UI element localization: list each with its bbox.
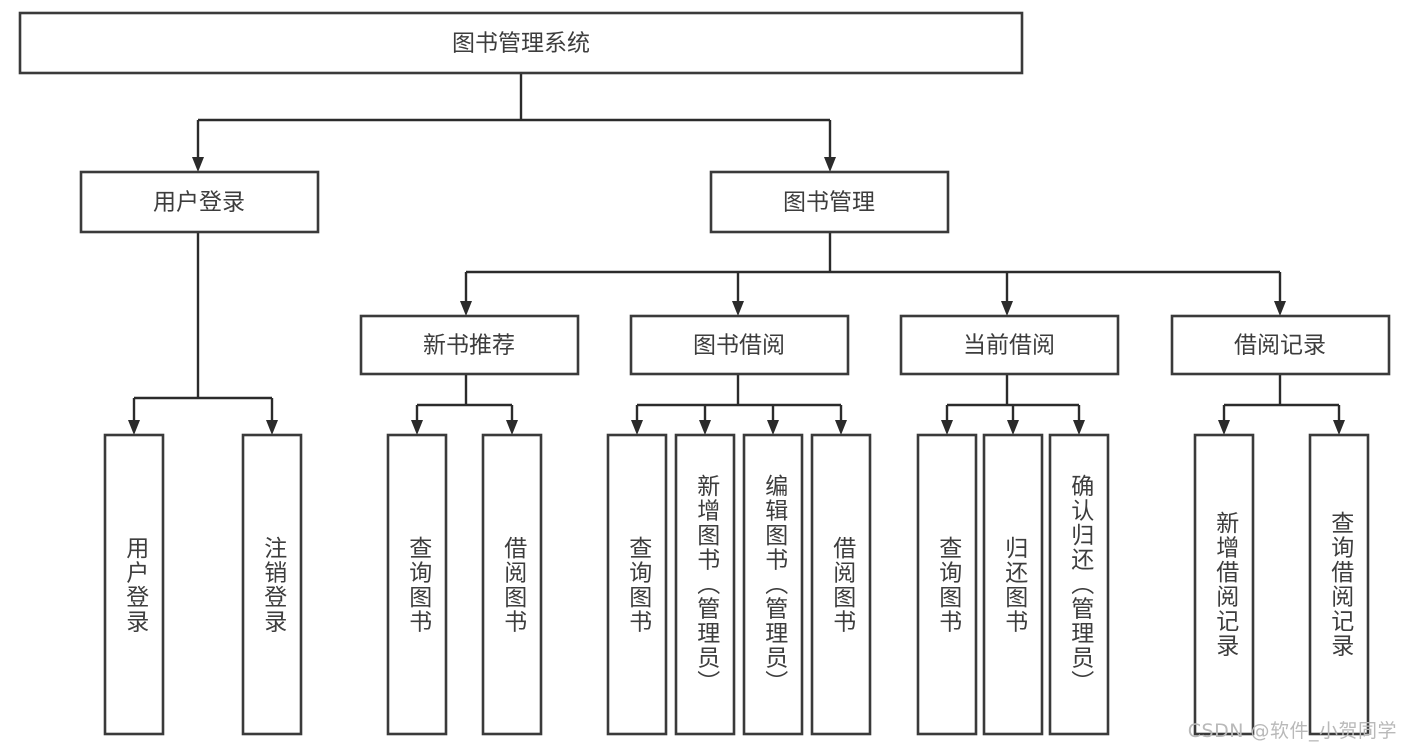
- leaf-return-book-label: 归还图书: [1000, 535, 1027, 634]
- leaf-borrow-book-1-label: 借阅图书: [499, 535, 526, 634]
- leaf-user-login-label: 用户登录: [121, 535, 148, 634]
- leaf-borrow-book-1-box[interactable]: [481, 433, 543, 736]
- arrow-to-leaf-borrow-book-1-icon: [506, 420, 518, 435]
- arrow-to-leaf-add-record-icon: [1218, 420, 1230, 435]
- node-book-borrow-label: 图书借阅: [693, 333, 785, 359]
- leaf-add-record[interactable]: 新增借阅记录: [1195, 435, 1253, 734]
- arrow-to-current-borrow-icon: [1001, 301, 1013, 316]
- leaf-query-book-1-box[interactable]: [386, 433, 448, 736]
- leaf-user-login[interactable]: 用户登录: [105, 435, 163, 734]
- leaf-confirm-return-box[interactable]: [1048, 433, 1110, 736]
- connector-group-root: [192, 73, 836, 172]
- leaf-query-book-2[interactable]: 查询图书: [608, 435, 666, 734]
- leaf-confirm-return-label: 确认归还（管理员）: [1066, 474, 1093, 695]
- arrow-to-leaf-query-book-1-icon: [411, 420, 423, 435]
- leaf-query-book-3-box[interactable]: [916, 433, 978, 736]
- leaf-confirm-return[interactable]: 确认归还（管理员）: [1050, 435, 1108, 734]
- arrow-to-book-borrow-icon: [732, 301, 744, 316]
- node-current-borrow-box[interactable]: [899, 314, 1120, 376]
- arrow-to-leaf-confirm-return-icon: [1073, 420, 1085, 435]
- leaf-query-record-label: 查询借阅记录: [1326, 511, 1353, 658]
- node-root[interactable]: 图书管理系统: [18, 11, 1024, 75]
- node-book-borrow-box[interactable]: [629, 314, 850, 376]
- leaf-add-book-box[interactable]: [674, 433, 736, 736]
- node-current-borrow[interactable]: 当前借阅: [899, 314, 1120, 376]
- leaf-user-logout-label: 注销登录: [259, 535, 286, 634]
- node-borrow-record-box[interactable]: [1170, 314, 1391, 376]
- node-root-label: 图书管理系统: [452, 31, 590, 57]
- leaf-user-login-box[interactable]: [103, 433, 165, 736]
- node-user-login[interactable]: 用户登录: [79, 170, 320, 234]
- leaf-add-record-label: 新增借阅记录: [1211, 511, 1238, 658]
- arrow-to-leaf-query-record-icon: [1333, 420, 1345, 435]
- leaf-user-logout-box[interactable]: [241, 433, 303, 736]
- leaf-user-logout[interactable]: 注销登录: [243, 435, 301, 734]
- node-book-manage[interactable]: 图书管理: [709, 170, 950, 234]
- leaf-query-book-2-label: 查询图书: [624, 535, 651, 634]
- leaf-add-record-box[interactable]: [1193, 433, 1255, 736]
- node-current-borrow-label: 当前借阅: [963, 333, 1055, 359]
- arrow-to-leaf-borrow-book-2-icon: [835, 420, 847, 435]
- leaf-edit-book-box[interactable]: [742, 433, 804, 736]
- connector-group-book-manage: [460, 232, 1286, 316]
- node-borrow-record[interactable]: 借阅记录: [1170, 314, 1391, 376]
- connector-group-current-borrow: [941, 374, 1085, 435]
- leaf-borrow-book-2-box[interactable]: [810, 433, 872, 736]
- node-book-manage-label: 图书管理: [783, 190, 875, 216]
- leaf-query-record[interactable]: 查询借阅记录: [1310, 435, 1368, 734]
- leaf-add-book-label: 新增图书（管理员）: [692, 474, 719, 695]
- arrow-to-leaf-edit-book-icon: [767, 420, 779, 435]
- node-root-box[interactable]: [18, 11, 1024, 75]
- arrow-to-leaf-query-book-2-icon: [631, 420, 643, 435]
- leaf-query-book-3-label: 查询图书: [934, 535, 961, 634]
- leaf-query-book-1[interactable]: 查询图书: [388, 435, 446, 734]
- arrow-to-leaf-query-book-3-icon: [941, 420, 953, 435]
- watermark: CSDN @软件_小贺同学: [1187, 720, 1397, 742]
- arrow-to-leaf-add-book-icon: [699, 420, 711, 435]
- leaf-borrow-book-2-label: 借阅图书: [828, 535, 855, 634]
- connector-group-user-login: [128, 232, 278, 435]
- node-user-login-box[interactable]: [79, 170, 320, 234]
- leaf-query-record-box[interactable]: [1308, 433, 1370, 736]
- leaf-return-book[interactable]: 归还图书: [984, 435, 1042, 734]
- arrow-to-leaf-return-book-icon: [1007, 420, 1019, 435]
- leaf-query-book-1-label: 查询图书: [404, 535, 431, 634]
- node-new-book-rec-box[interactable]: [359, 314, 580, 376]
- leaf-edit-book[interactable]: 编辑图书（管理员）: [744, 435, 802, 734]
- arrow-to-book-manage-icon: [824, 157, 836, 172]
- arrow-to-user-login-icon: [192, 157, 204, 172]
- leaf-return-book-box[interactable]: [982, 433, 1044, 736]
- node-book-manage-box[interactable]: [709, 170, 950, 234]
- arrow-to-new-book-rec-icon: [460, 301, 472, 316]
- arrow-to-leaf-user-login-icon: [128, 420, 140, 435]
- leaf-query-book-2-box[interactable]: [606, 433, 668, 736]
- leaf-edit-book-label: 编辑图书（管理员）: [760, 474, 787, 695]
- leaf-borrow-book-1[interactable]: 借阅图书: [483, 435, 541, 734]
- leaf-borrow-book-2[interactable]: 借阅图书: [812, 435, 870, 734]
- leaf-box-group: [103, 433, 1370, 736]
- node-user-login-label: 用户登录: [153, 190, 245, 216]
- connector-group-new-book-rec: [411, 374, 518, 435]
- leaf-add-book[interactable]: 新增图书（管理员）: [676, 435, 734, 734]
- node-new-book-rec[interactable]: 新书推荐: [359, 314, 580, 376]
- node-borrow-record-label: 借阅记录: [1234, 333, 1326, 359]
- connector-group-borrow-record: [1218, 374, 1345, 435]
- leaf-query-book-3[interactable]: 查询图书: [918, 435, 976, 734]
- connector-group-book-borrow: [631, 374, 847, 435]
- arrow-to-leaf-user-logout-icon: [266, 420, 278, 435]
- node-book-borrow[interactable]: 图书借阅: [629, 314, 850, 376]
- node-new-book-rec-label: 新书推荐: [423, 333, 515, 359]
- arrow-to-borrow-record-icon: [1274, 301, 1286, 316]
